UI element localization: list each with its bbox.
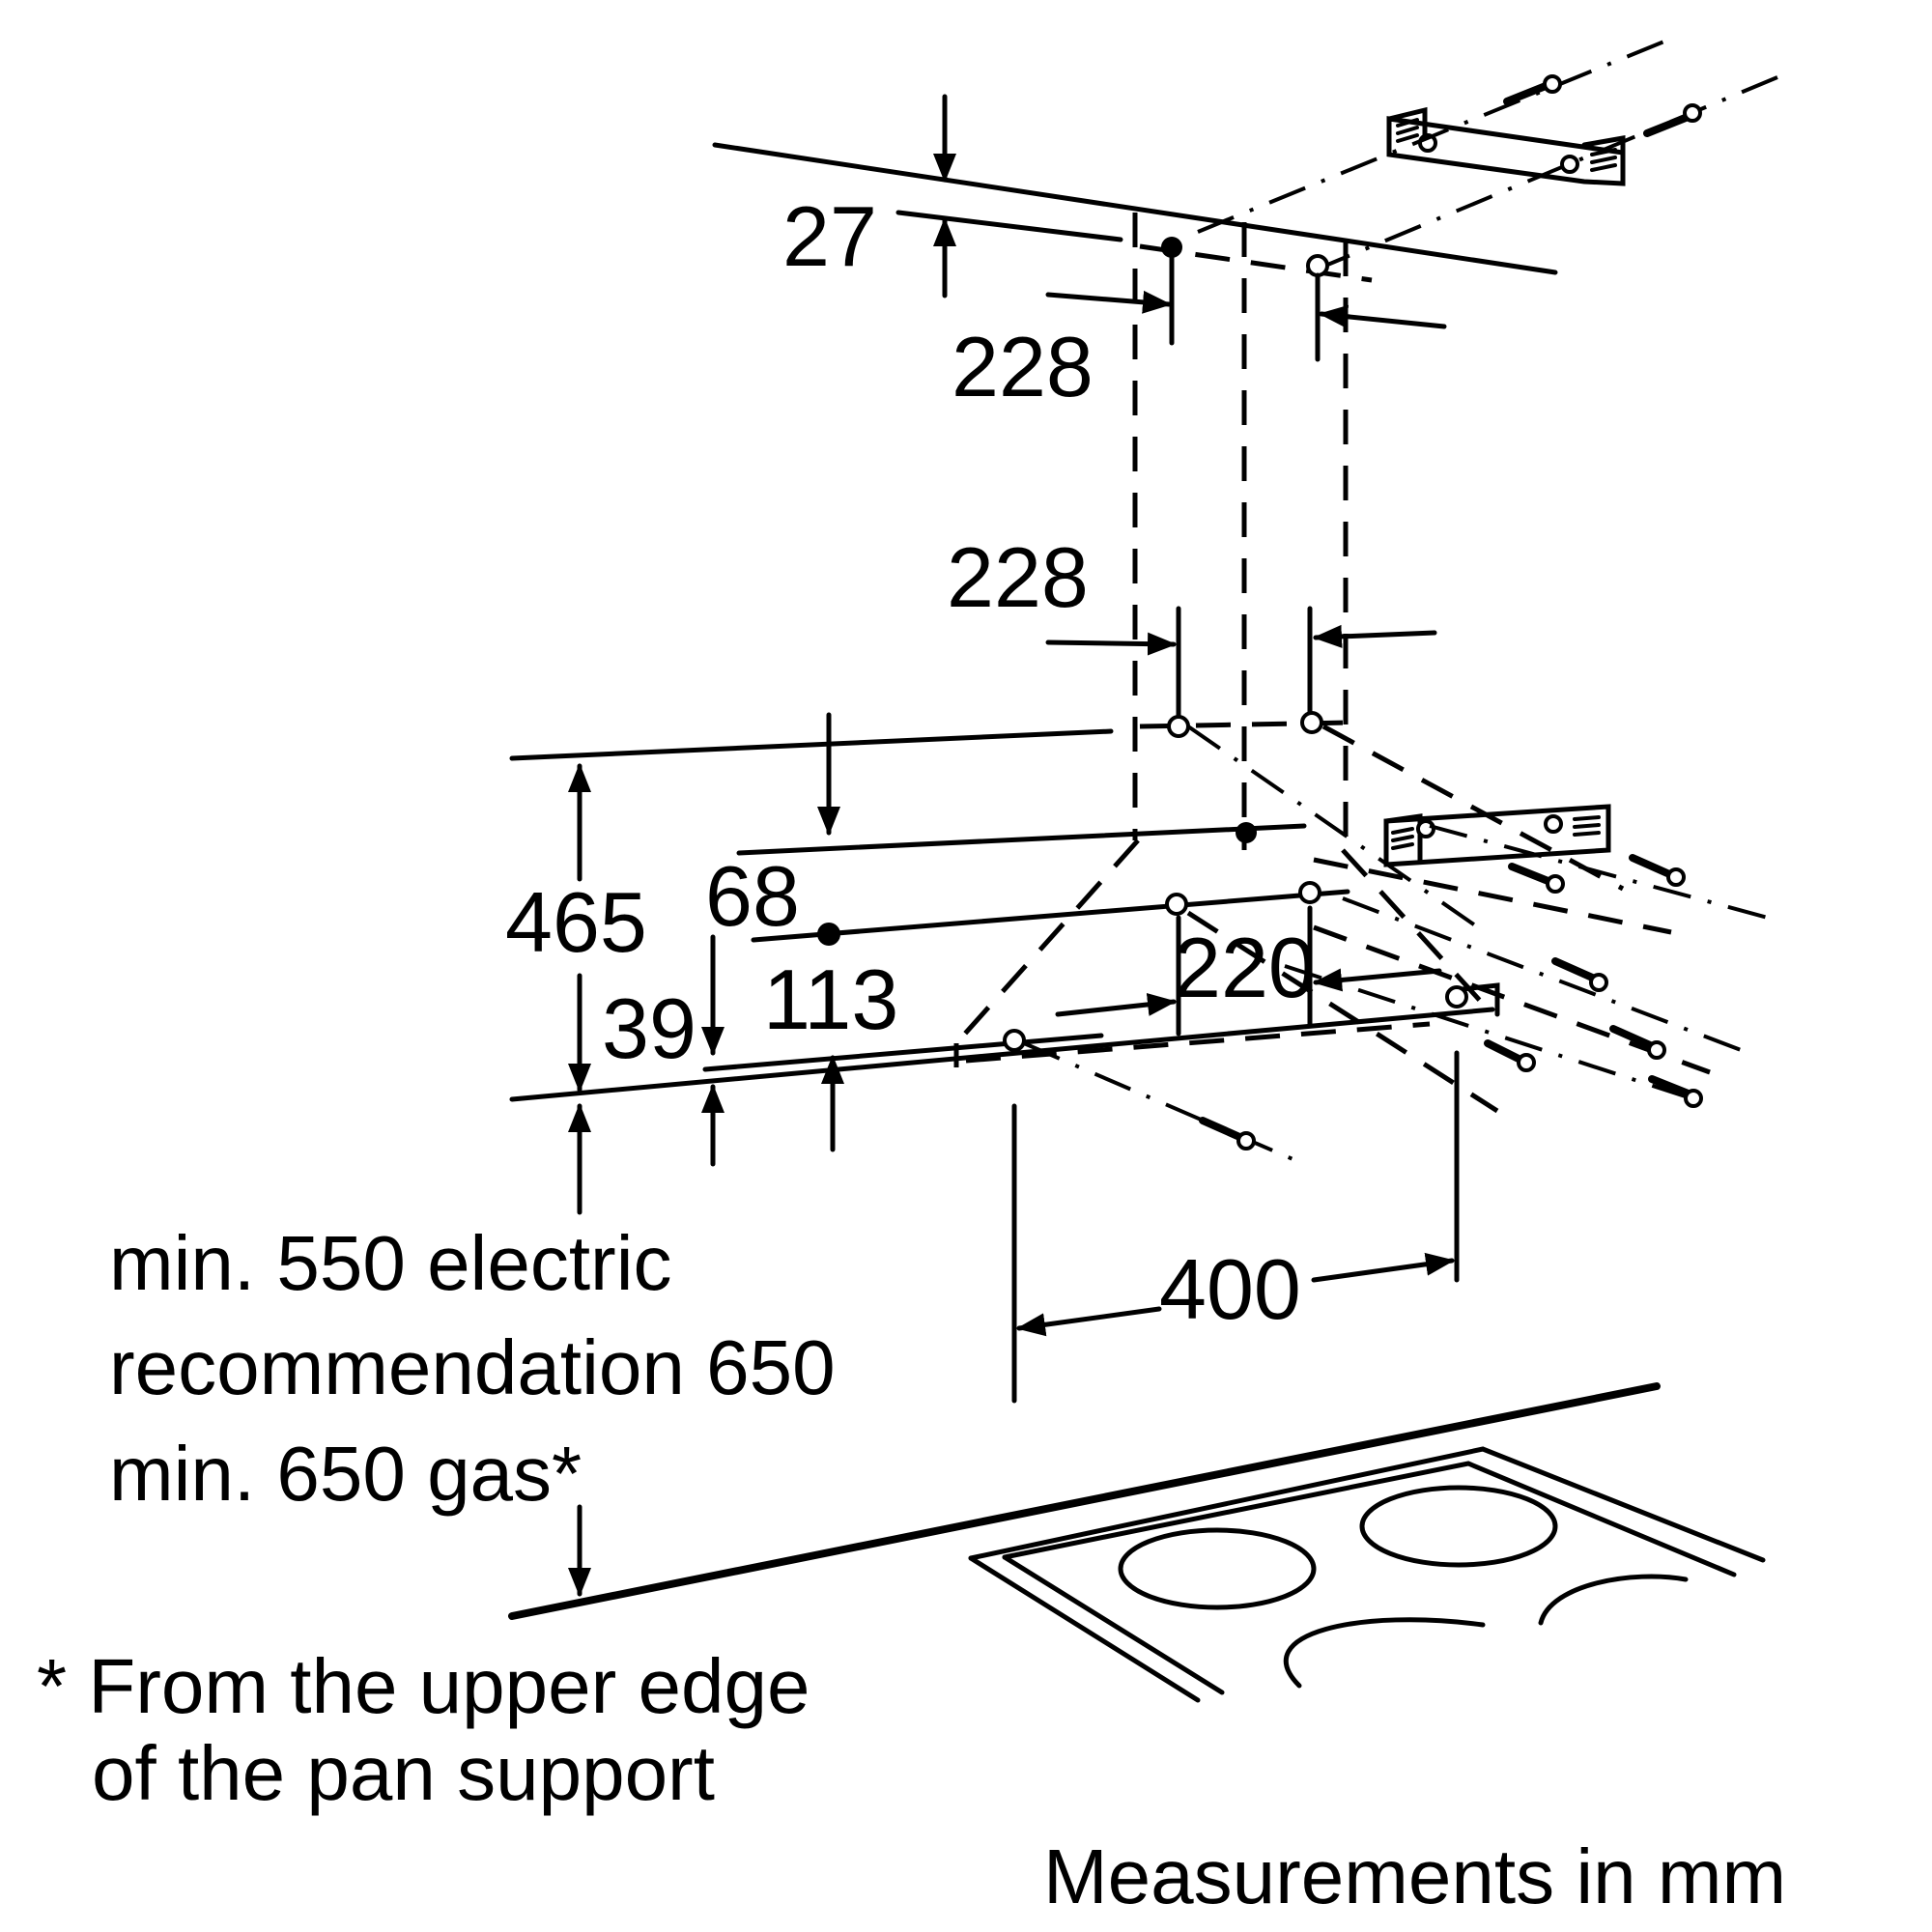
dim-228-mid-label: 228	[947, 529, 1089, 625]
footnote-line-1: * From the upper edge	[37, 1643, 810, 1729]
dim-465: 465	[505, 763, 647, 1093]
lower-bracket	[1383, 804, 1611, 867]
burner-ring	[1538, 1574, 1689, 1626]
dim-113: 113	[763, 952, 898, 1152]
dim-400-label: 400	[1159, 1241, 1301, 1337]
worktop-hob	[508, 1382, 1766, 1703]
dim-39: 39	[602, 934, 724, 1167]
mid-holes	[1139, 711, 1625, 929]
clearance-line-2: recommendation 650	[109, 1324, 836, 1410]
dim-220-label: 220	[1174, 920, 1316, 1015]
dim-228-top: 228	[952, 253, 1447, 414]
dim-68: 68	[705, 712, 840, 944]
burner-ring	[1359, 1485, 1558, 1568]
dim-27-label: 27	[782, 188, 877, 284]
dim-27: 27	[782, 94, 956, 298]
hood-row-holes	[751, 881, 1499, 1114]
top-bracket	[1386, 106, 1626, 186]
units-note: Measurements in mm	[1043, 1833, 1786, 1919]
hood-top-edge	[509, 728, 1307, 856]
burner-ring	[1283, 1617, 1486, 1689]
dim-220: 220	[1055, 920, 1442, 1017]
dim-228-top-label: 228	[952, 319, 1094, 414]
footnote-line-2: of the pan support	[92, 1730, 715, 1816]
clearance-text: min. 550 electric recommendation 650 min…	[109, 1220, 836, 1517]
top-screws	[1197, 37, 1778, 272]
dim-39-label: 39	[602, 980, 696, 1076]
top-holes	[1139, 237, 1373, 283]
burner-ring	[1118, 1527, 1317, 1610]
clearance-line-3: min. 650 gas*	[109, 1431, 582, 1517]
dim-68-label: 68	[705, 848, 800, 944]
hood-bottom-edge	[509, 905, 1500, 1166]
dim-228-mid: 228	[947, 529, 1437, 723]
ceiling-edge	[712, 142, 1558, 275]
clearance-line-1: min. 550 electric	[109, 1220, 671, 1306]
dim-113-label: 113	[763, 952, 898, 1047]
dim-400: 400	[1011, 1050, 1460, 1404]
dim-465-label: 465	[505, 874, 647, 970]
top-hole-right	[1306, 254, 1329, 277]
lower-screws	[1284, 824, 1769, 1108]
top-hole-left	[1161, 237, 1182, 258]
footnote: * From the upper edge of the pan support	[37, 1643, 810, 1816]
